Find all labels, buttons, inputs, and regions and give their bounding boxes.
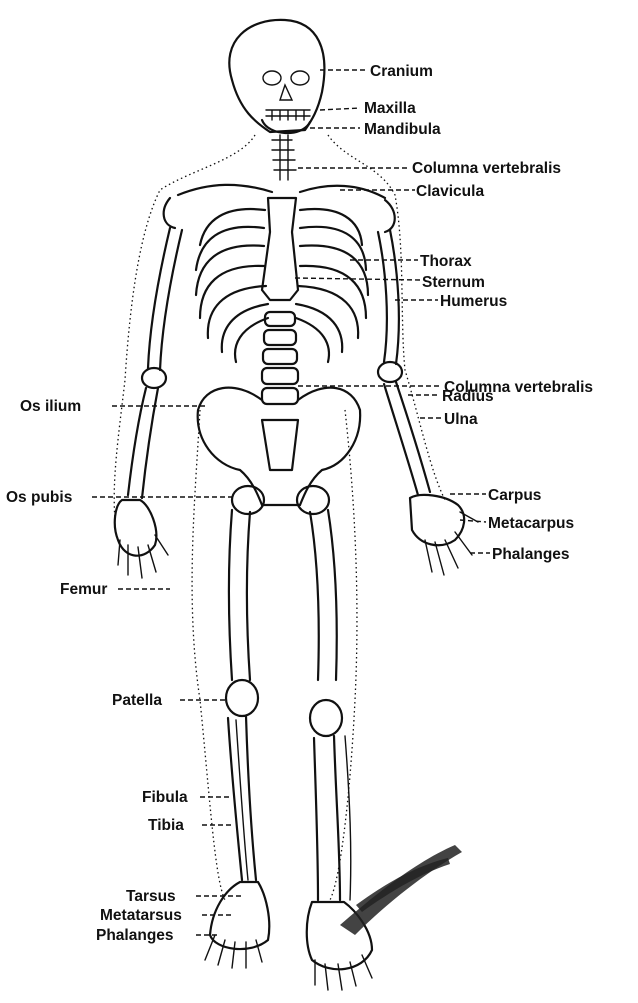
- label-os-pubis: Os pubis: [6, 489, 72, 506]
- sternum: [262, 198, 298, 300]
- label-mandibula: Mandibula: [364, 121, 441, 138]
- label-tibia: Tibia: [148, 817, 184, 834]
- label-os-ilium: Os ilium: [20, 398, 81, 415]
- cervical-spine: [272, 135, 296, 180]
- label-clavicula: Clavicula: [416, 183, 484, 200]
- clavicles: [164, 185, 395, 232]
- label-thorax: Thorax: [420, 253, 472, 270]
- floor-shadow: [340, 845, 462, 935]
- label-columna-vertebralis-upper: Columna vertebralis: [412, 160, 561, 177]
- label-patella: Patella: [112, 692, 162, 709]
- label-metacarpus: Metacarpus: [488, 515, 574, 532]
- ribcage: [196, 209, 368, 362]
- left-arm: [115, 228, 182, 578]
- pelvis: [198, 388, 360, 514]
- label-humerus: Humerus: [440, 293, 507, 310]
- label-tarsus: Tarsus: [126, 888, 176, 905]
- label-ulna: Ulna: [444, 411, 478, 428]
- label-radius: Radius: [442, 388, 494, 405]
- label-carpus: Carpus: [488, 487, 541, 504]
- label-sternum: Sternum: [422, 274, 485, 291]
- left-leg: [205, 510, 269, 968]
- skull: [229, 20, 324, 133]
- lumbar-spine: [262, 312, 298, 404]
- body-outline: [114, 135, 445, 900]
- label-cranium: Cranium: [370, 63, 433, 80]
- label-fibula: Fibula: [142, 789, 188, 806]
- label-phalanges-hand: Phalanges: [492, 546, 570, 563]
- label-maxilla: Maxilla: [364, 100, 416, 117]
- label-phalanges-foot: Phalanges: [96, 927, 174, 944]
- label-metatarsus: Metatarsus: [100, 907, 182, 924]
- label-femur: Femur: [60, 581, 107, 598]
